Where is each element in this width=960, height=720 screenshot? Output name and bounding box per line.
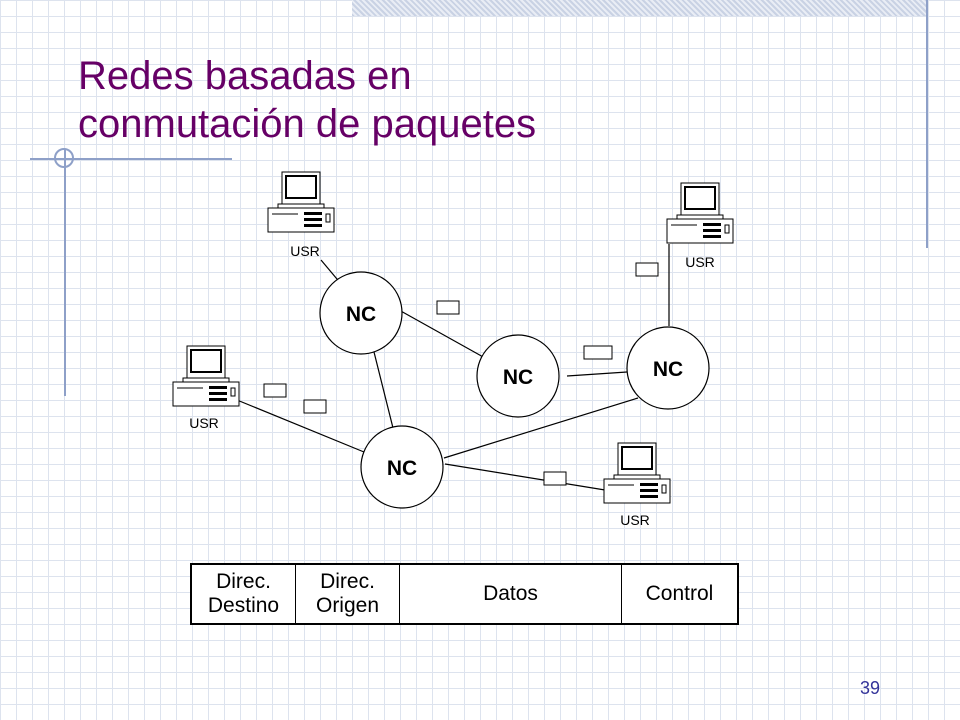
user-computer-3: USR bbox=[172, 345, 240, 431]
user-computer-4: USR bbox=[603, 442, 671, 528]
user-label: USR bbox=[620, 512, 650, 528]
decorative-right-line bbox=[926, 0, 928, 248]
user-computer-2: USR bbox=[666, 182, 734, 270]
field-destination-address: Direc. Destino bbox=[192, 565, 296, 623]
packet-icon bbox=[635, 262, 659, 277]
computer-icon bbox=[603, 442, 671, 504]
computer-icon bbox=[666, 182, 734, 244]
packet-icons bbox=[263, 262, 659, 486]
network-links bbox=[236, 244, 670, 491]
field-data: Datos bbox=[400, 565, 622, 623]
decorative-crosshair-circle bbox=[54, 148, 74, 168]
node-label: NC bbox=[503, 366, 533, 389]
packet-format-table: Direc. Destino Direc. Origen Datos Contr… bbox=[190, 563, 739, 625]
nc-node-1: NC bbox=[319, 271, 403, 355]
field-label: Direc. Destino bbox=[207, 570, 280, 617]
user-label: USR bbox=[685, 254, 715, 270]
link-nc1-nc2 bbox=[398, 309, 486, 359]
packet-icon bbox=[263, 383, 287, 398]
decorative-title-underline bbox=[30, 158, 232, 160]
node-label: NC bbox=[387, 457, 417, 480]
user-computer-1: USR bbox=[267, 171, 335, 259]
link-usr3-nc4 bbox=[236, 399, 365, 453]
page-number: 39 bbox=[859, 678, 880, 698]
nc-node-3: NC bbox=[626, 326, 710, 410]
slide-title: Redes basadas en conmutación de paquetes bbox=[78, 52, 536, 148]
packet-icon bbox=[543, 471, 567, 486]
user-label: USR bbox=[189, 415, 219, 431]
nc-node-2: NC bbox=[476, 334, 560, 418]
slide-title-line-1: Redes basadas en bbox=[78, 54, 412, 98]
decorative-top-band bbox=[352, 0, 928, 16]
computer-icon bbox=[267, 171, 335, 233]
field-control: Control bbox=[622, 565, 737, 623]
decorative-left-line bbox=[64, 150, 66, 396]
link-nc4-usr4 bbox=[444, 463, 606, 491]
field-label: Datos bbox=[483, 582, 538, 605]
link-nc4-nc3 bbox=[443, 397, 639, 459]
packet-icon bbox=[583, 345, 613, 360]
packet-icon bbox=[436, 300, 460, 315]
link-nc1-nc4 bbox=[373, 351, 394, 429]
nc-node-4: NC bbox=[360, 425, 444, 509]
field-label: Control bbox=[645, 582, 714, 605]
computer-icon bbox=[172, 345, 240, 407]
field-source-address: Direc. Origen bbox=[296, 565, 400, 623]
link-nc2-nc3 bbox=[566, 371, 628, 377]
node-label: NC bbox=[653, 358, 683, 381]
node-label: NC bbox=[346, 303, 376, 326]
field-label: Direc. Origen bbox=[315, 570, 380, 617]
user-label: USR bbox=[290, 243, 320, 259]
slide-title-line-2: conmutación de paquetes bbox=[78, 102, 537, 146]
packet-icon bbox=[303, 399, 327, 414]
